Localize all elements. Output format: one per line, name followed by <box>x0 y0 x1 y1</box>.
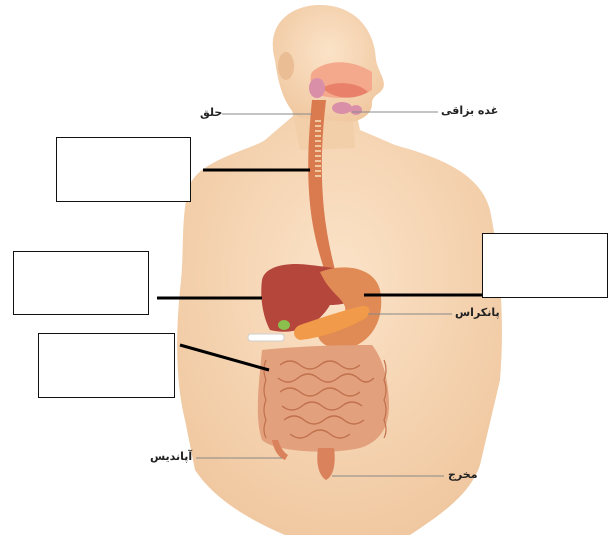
answer-box-3[interactable] <box>482 233 608 298</box>
transverse-colon-band <box>248 334 284 341</box>
label-anus: مخرج <box>448 468 478 481</box>
label-pancreas: پانکراس <box>455 306 500 319</box>
label-pharynx: حلق <box>200 106 222 119</box>
salivary-gland-shape-3 <box>350 105 362 115</box>
salivary-gland-shape-1 <box>309 78 325 98</box>
label-salivary-gland: غده بزاقی <box>441 104 498 117</box>
answer-box-4[interactable] <box>38 333 175 398</box>
answer-box-2[interactable] <box>13 251 149 315</box>
label-appendix: آپاندیس <box>150 450 192 463</box>
large-intestine-shape <box>258 345 389 452</box>
ear <box>278 52 294 80</box>
salivary-gland-shape-2 <box>332 102 352 114</box>
gallbladder-shape <box>278 320 290 330</box>
answer-box-1[interactable] <box>56 137 191 202</box>
